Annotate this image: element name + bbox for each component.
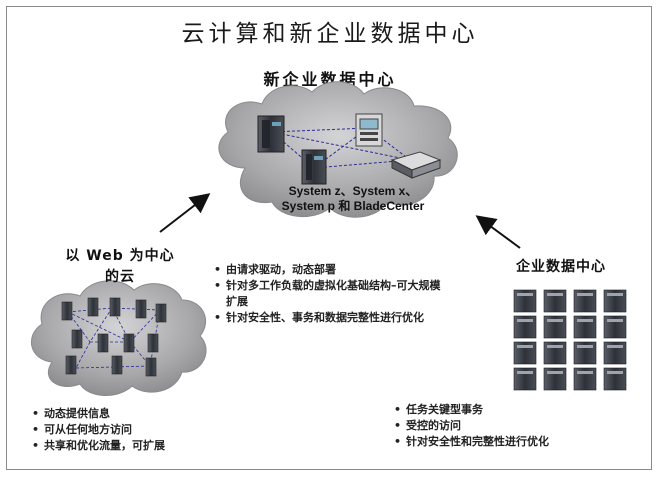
rack-server-icon bbox=[355, 113, 383, 147]
web-bullet-3: 共享和优化流量，可扩展 bbox=[30, 438, 250, 454]
center-bullet-3: 针对安全性、事务和数据完整性进行优化 bbox=[212, 310, 442, 326]
systems-label-line1: System z、System x、 bbox=[288, 184, 418, 198]
web-servers bbox=[61, 297, 167, 377]
blade-server-icon bbox=[390, 151, 442, 179]
web-bullet-1: 动态提供信息 bbox=[30, 406, 250, 422]
page-title: 云计算和新企业数据中心 bbox=[181, 21, 479, 47]
center-bullets: 由请求驱动，动态部署 针对多工作负载的虚拟化基础结构–可大规模扩展 针对安全性、… bbox=[212, 262, 442, 326]
web-heading-line1: 以 Web 为中心 bbox=[65, 248, 175, 264]
web-cloud-heading: 以 Web 为中心 的云 bbox=[30, 246, 210, 288]
systems-label: System z、System x、 System p 和 BladeCente… bbox=[248, 184, 458, 214]
systems-label-line2: System p 和 BladeCenter bbox=[281, 199, 425, 213]
enterprise-bullet-3: 针对安全性和完整性进行优化 bbox=[392, 434, 632, 450]
enterprise-server-highlights bbox=[517, 293, 623, 374]
enterprise-heading: 企业数据中心 bbox=[516, 259, 606, 275]
tower-server-icon bbox=[301, 149, 327, 185]
enterprise-bullets: 任务关键型事务 受控的访问 针对安全性和完整性进行优化 bbox=[392, 402, 632, 450]
web-bullet-2: 可从任何地方访问 bbox=[30, 422, 250, 438]
enterprise-server-rack bbox=[513, 289, 627, 391]
enterprise-bullet-1: 任务关键型事务 bbox=[392, 402, 632, 418]
web-bullets: 动态提供信息 可从任何地方访问 共享和优化流量，可扩展 bbox=[30, 406, 250, 454]
arrow-web-to-center bbox=[159, 193, 211, 233]
diagram-frame bbox=[6, 6, 652, 470]
web-heading-line2: 的云 bbox=[105, 269, 135, 285]
center-bullet-1: 由请求驱动，动态部署 bbox=[212, 262, 442, 278]
center-bullet-2: 针对多工作负载的虚拟化基础结构–可大规模扩展 bbox=[212, 278, 442, 310]
enterprise-bullet-2: 受控的访问 bbox=[392, 418, 632, 434]
arrow-enterprise-to-center bbox=[475, 215, 521, 249]
mainframe-server-icon bbox=[257, 115, 285, 153]
new-datacenter-heading: 新企业数据中心 bbox=[263, 70, 397, 89]
